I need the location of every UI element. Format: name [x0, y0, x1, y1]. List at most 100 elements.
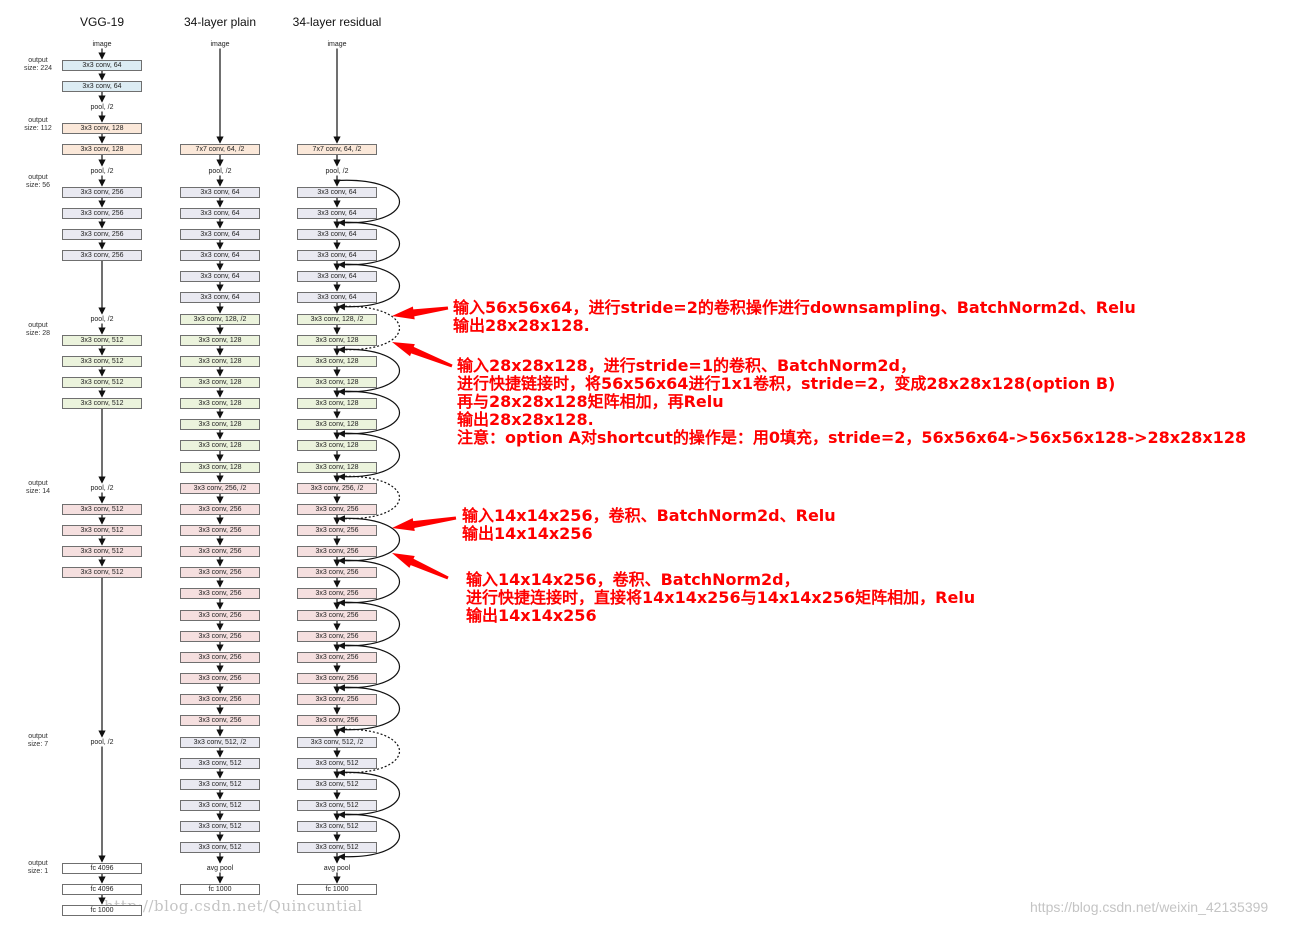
identity-shortcut-arrow	[336, 432, 400, 481]
annotation-line: 注意：option A对shortcut的操作是：用0填充，stride=2，5…	[457, 428, 1247, 447]
plain-layer-box: 3x3 conv, 64	[180, 270, 260, 282]
output-size-line2: size: 224	[23, 65, 53, 72]
identity-shortcut-arrow	[336, 601, 400, 650]
residual-layer-box: 3x3 conv, 256	[297, 714, 377, 726]
vgg-layer-box: 3x3 conv, 128	[62, 122, 142, 134]
residual-layer-box: 3x3 conv, 512	[297, 820, 377, 832]
residual-layer-box: 3x3 conv, 128, /2	[297, 313, 377, 325]
vgg-layer-box: fc 4096	[62, 883, 142, 895]
header-vgg19: VGG-19	[79, 15, 124, 29]
identity-shortcut-arrow	[336, 221, 400, 269]
plain-layer-box: 3x3 conv, 64	[180, 186, 260, 198]
output-size-line1: output	[28, 57, 48, 64]
vgg-layer-box: 3x3 conv, 512	[62, 566, 142, 578]
watermark-right: https://blog.csdn.net/weixin_42135399	[1030, 899, 1269, 915]
annotation-identity-shortcut: 输入14x14x256，卷积、BatchNorm2d， 进行快捷连接时，直接将1…	[466, 571, 975, 625]
plain-layer-box: 3x3 conv, 512, /2	[180, 736, 260, 748]
plain-layer-box: 3x3 conv, 256	[180, 693, 260, 705]
output-size-line2: size: 14	[25, 488, 51, 495]
residual-layer-box: 3x3 conv, 128	[297, 355, 377, 367]
vgg-layer-box: 3x3 conv, 512	[62, 334, 142, 346]
identity-shortcut-arrow	[336, 517, 400, 565]
plain-layer-box: 3x3 conv, 128	[180, 334, 260, 346]
annotation-downsample-block: 输入56x56x64，进行stride=2的卷积操作进行downsampling…	[453, 299, 1136, 335]
identity-shortcut-arrow	[336, 390, 400, 438]
plain-layer-box: 3x3 conv, 256	[180, 714, 260, 726]
callout-arrow-icon	[392, 553, 449, 580]
vgg-layer-box: 3x3 conv, 512	[62, 545, 142, 557]
vgg-layer-box: fc 1000	[62, 904, 142, 916]
residual-layer-box: 3x3 conv, 128	[297, 397, 377, 409]
plain-layer-box: 3x3 conv, 128	[180, 355, 260, 367]
residual-layer-box: 3x3 conv, 512	[297, 757, 377, 769]
residual-layer-box: 3x3 conv, 64	[297, 186, 377, 198]
output-size-line2: size: 28	[25, 330, 51, 337]
annotation-line: 输出28x28x128.	[453, 316, 590, 335]
vgg-layer-box: 3x3 conv, 64	[62, 80, 142, 92]
residual-layer-box: 3x3 conv, 128	[297, 418, 377, 430]
plain-layer-box: 3x3 conv, 512	[180, 820, 260, 832]
vgg-layer-box: 3x3 conv, 64	[62, 59, 142, 71]
annotation-line: 输出28x28x128.	[457, 410, 594, 429]
identity-shortcut-arrow	[336, 179, 400, 227]
vgg-layer-box: 3x3 conv, 256	[62, 207, 142, 219]
plain-layer-box: 3x3 conv, 128	[180, 376, 260, 388]
plain-layer-box: 3x3 conv, 128, /2	[180, 313, 260, 325]
plain-layer-box: 3x3 conv, 256	[180, 545, 260, 557]
annotation-line: 输入56x56x64，进行stride=2的卷积操作进行downsampling…	[453, 298, 1136, 317]
identity-shortcut-arrow	[336, 686, 400, 734]
vgg-layer-box: 3x3 conv, 256	[62, 186, 142, 198]
vgg-layer-label: pool, /2	[90, 103, 114, 111]
identity-shortcut-arrow	[336, 771, 400, 819]
callout-arrow-icon	[392, 306, 449, 320]
vgg-layer-box: 3x3 conv, 512	[62, 397, 142, 409]
output-size-line2: size: 7	[27, 741, 49, 748]
vgg-layer-label: pool, /2	[90, 315, 114, 323]
plain-layer-box: 3x3 conv, 64	[180, 228, 260, 240]
residual-layer-box: 3x3 conv, 128	[297, 334, 377, 346]
vgg-layer-box: 3x3 conv, 128	[62, 143, 142, 155]
identity-shortcut-arrow	[336, 263, 400, 311]
plain-layer-box: 3x3 conv, 128	[180, 418, 260, 430]
plain-layer-box: 3x3 conv, 512	[180, 799, 260, 811]
plain-layer-box: 7x7 conv, 64, /2	[180, 143, 260, 155]
projection-shortcut-arrow	[336, 475, 400, 523]
output-size-line1: output	[28, 117, 48, 124]
residual-layer-box: 3x3 conv, 512, /2	[297, 736, 377, 748]
plain-layer-box: 3x3 conv, 64	[180, 291, 260, 303]
callout-arrow-icon	[392, 342, 453, 368]
annotation-line: 进行快捷连接时，直接将14x14x256与14x14x256矩阵相加，Relu	[466, 588, 976, 607]
residual-layer-box: 3x3 conv, 512	[297, 799, 377, 811]
plain-layer-box: 3x3 conv, 128	[180, 397, 260, 409]
plain-layer-box: 3x3 conv, 256	[180, 566, 260, 578]
vgg-layer-label: pool, /2	[90, 484, 114, 492]
vgg-layer-label: pool, /2	[90, 167, 114, 175]
plain-layer-box: 3x3 conv, 256	[180, 609, 260, 621]
identity-shortcut-arrow	[336, 813, 400, 861]
residual-layer-box: 3x3 conv, 256	[297, 566, 377, 578]
annotation-line: 输入14x14x256，卷积、BatchNorm2d、Relu	[462, 506, 836, 525]
annotation-line: 进行快捷链接时，将56x56x64进行1x1卷积，stride=2，变成28x2…	[457, 374, 1116, 393]
annotation-line: 输出14x14x256	[466, 606, 597, 625]
residual-layer-label: avg pool	[323, 864, 351, 872]
annotation-line: 再与28x28x128矩阵相加，再Relu	[457, 392, 724, 411]
residual-layer-box: 3x3 conv, 64	[297, 270, 377, 282]
residual-layer-box: fc 1000	[297, 883, 377, 895]
vgg-layer-label: pool, /2	[90, 738, 114, 746]
plain-layer-label: image	[210, 40, 230, 48]
plain-layer-label: avg pool	[206, 864, 234, 872]
plain-layer-box: 3x3 conv, 256	[180, 587, 260, 599]
residual-layer-box: 3x3 conv, 256	[297, 651, 377, 663]
annotation-line: 输入28x28x128，进行stride=1的卷积、BatchNorm2d，	[457, 356, 917, 375]
vgg-layer-box: 3x3 conv, 256	[62, 228, 142, 240]
annotation-shortcut-option-b: 输入28x28x128，进行stride=1的卷积、BatchNorm2d， 进…	[457, 357, 1246, 447]
residual-layer-box: 3x3 conv, 64	[297, 291, 377, 303]
plain-layer-label: pool, /2	[208, 167, 232, 175]
